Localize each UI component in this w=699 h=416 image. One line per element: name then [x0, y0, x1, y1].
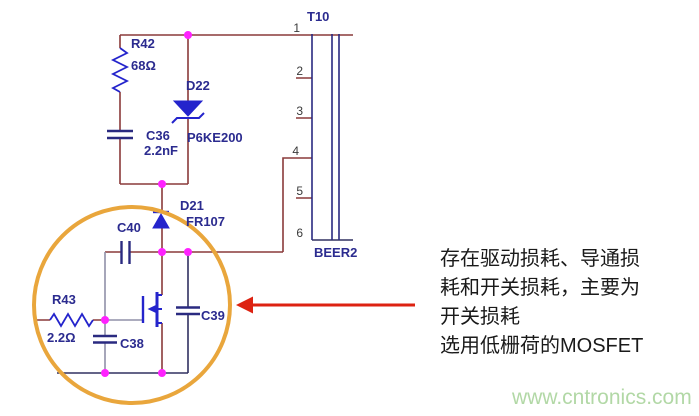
- label-c36-ref: C36: [146, 128, 170, 143]
- annotation-line: 存在驱动损耗、导通损: [440, 248, 640, 270]
- pin-number-6: 6: [296, 226, 303, 240]
- junction-dot: [184, 248, 192, 256]
- label-c38-ref: C38: [120, 336, 144, 351]
- mosfet-symbol: [141, 292, 162, 327]
- wires-gate-branch: [104, 252, 143, 373]
- junction-dot: [158, 248, 166, 256]
- resistor-r43-symbol: [49, 312, 94, 328]
- label-r42-ref: R42: [131, 36, 155, 51]
- mosfet-arrow: [147, 304, 157, 314]
- junction-dot: [101, 369, 109, 377]
- junction-dot: [158, 180, 166, 188]
- label-r42-value: 68Ω: [131, 58, 156, 73]
- resistor-r42-symbol: [110, 47, 130, 93]
- capacitor-c36-symbol: [107, 129, 133, 140]
- capacitor-c39-symbol: [176, 306, 200, 316]
- annotation-text: 存在驱动损耗、导通损 耗和开关损耗，主要为 开关损耗 选用低栅荷的MOSFET: [440, 245, 695, 361]
- arrow-head-icon: [236, 296, 253, 314]
- label-c36-value: 2.2nF: [144, 143, 178, 158]
- junction-dot: [101, 316, 109, 324]
- pin-number-5: 5: [296, 184, 303, 198]
- capacitor-c38-symbol: [93, 334, 117, 344]
- callout-arrow: [236, 296, 415, 314]
- annotation-line: 选用低栅荷的MOSFET: [440, 335, 644, 357]
- pin-number-1: 1: [293, 21, 300, 35]
- junction-dots: [101, 31, 192, 377]
- diode-d21-triangle: [152, 212, 170, 229]
- capacitors: [93, 129, 200, 344]
- label-d22-ref: D22: [186, 78, 210, 93]
- wire-pin-stubs: [296, 77, 312, 199]
- label-d22-value: P6KE200: [187, 130, 243, 145]
- label-c39-ref: C39: [201, 308, 225, 323]
- watermark-text: www.cntronics.com: [512, 386, 692, 409]
- diode-d22-zener-bar: [171, 112, 205, 124]
- capacitor-c40-symbol: [120, 241, 131, 264]
- pin-number-3: 3: [296, 104, 303, 118]
- label-c40-ref: C40: [117, 220, 141, 235]
- label-d21-ref: D21: [180, 198, 204, 213]
- junction-dot: [158, 369, 166, 377]
- annotation-line: 耗和开关损耗，主要为: [440, 277, 640, 299]
- label-t10-ref: T10: [307, 9, 329, 24]
- mosfet-leads: [157, 294, 162, 324]
- wire-pin4-link: [282, 157, 312, 252]
- label-t10-part: BEER2: [314, 245, 357, 260]
- label-r43-value: 2.2Ω: [47, 330, 76, 345]
- highlight-circle: [32, 205, 232, 405]
- pin-number-2: 2: [296, 64, 303, 78]
- annotation-line: 开关损耗: [440, 306, 520, 328]
- pin-number-4: 4: [292, 144, 299, 158]
- wires-main: [35, 34, 353, 373]
- diode-d22-symbol: [171, 100, 205, 124]
- diode-d22-triangle: [172, 100, 204, 117]
- junction-dot: [184, 31, 192, 39]
- transformer-symbol: [311, 34, 340, 240]
- label-r43-ref: R43: [52, 292, 76, 307]
- label-d21-value: FR107: [186, 214, 225, 229]
